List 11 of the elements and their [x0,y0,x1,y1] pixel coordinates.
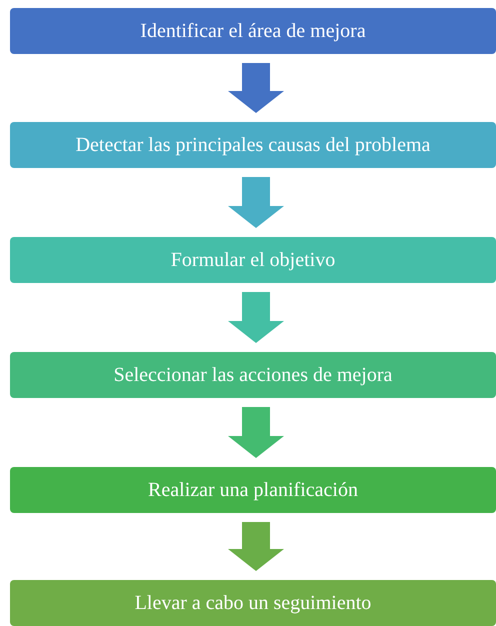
step-box: Seleccionar las acciones de mejora [10,352,496,398]
step-box: Detectar las principales causas del problema [10,122,496,168]
down-arrow [228,177,284,228]
step-box: Formular el objetivo [10,237,496,283]
down-arrow [228,407,284,458]
down-arrow [228,292,284,343]
step-box: Identificar el área de mejora [10,8,496,54]
step-box: Realizar una planificación [10,467,496,513]
down-arrow [228,63,284,113]
down-arrow [228,522,284,571]
step-box: Llevar a cabo un seguimiento [10,580,496,626]
